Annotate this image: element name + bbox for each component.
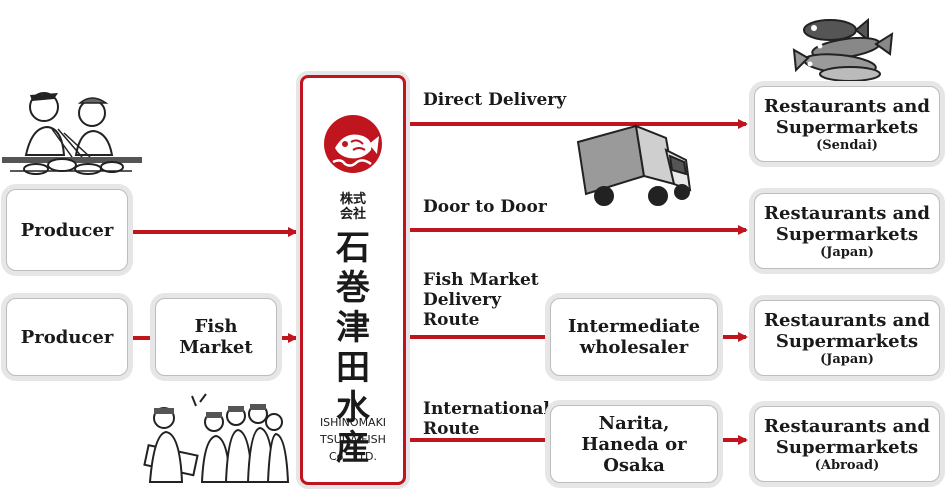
fish-market-label-line2: Market xyxy=(179,337,253,358)
destination-line1: Restaurants and xyxy=(764,202,930,224)
company-name-kanji: 石 巻 津 田 水 産 xyxy=(303,228,403,468)
company-en-line3: Co., LTD. xyxy=(328,450,377,463)
destination-box-japan-2: Restaurants and Supermarkets (Japan) xyxy=(754,300,940,376)
destination-box-abroad: Restaurants and Supermarkets (Abroad) xyxy=(754,406,940,482)
wholesaler-line1: Intermediate xyxy=(567,316,701,337)
destination-line1: Restaurants and xyxy=(764,95,930,117)
route-label-international: International Route xyxy=(423,399,550,439)
company-kanji-char: 巻 xyxy=(336,268,370,308)
airports-box: Narita, Haneda or Osaka xyxy=(550,405,718,483)
route-international-line2: Route xyxy=(423,419,480,439)
fish-pile-illustration xyxy=(792,17,894,82)
route-label-fish-market: Fish Market Delivery Route xyxy=(423,270,539,330)
route-fish-market-line3: Route xyxy=(423,310,480,330)
route-fish-market-line1: Fish Market xyxy=(423,270,539,290)
company-type-line2: 会社 xyxy=(339,207,366,222)
route-label-direct: Direct Delivery xyxy=(423,90,567,110)
destination-region: (Japan) xyxy=(820,244,874,260)
producer-label: Producer xyxy=(20,219,114,241)
fishermen-illustration xyxy=(2,92,142,175)
producer-label: Producer xyxy=(20,326,114,348)
destination-region: (Japan) xyxy=(820,351,874,367)
company-kanji-char: 産 xyxy=(336,428,370,468)
destination-line2: Supermarkets xyxy=(775,436,919,458)
company-kanji-char: 田 xyxy=(336,348,370,388)
destination-line2: Supermarkets xyxy=(775,116,919,138)
company-type-line1: 株式 xyxy=(339,192,366,207)
company-box: 株式 会社 石 巻 津 田 水 産 ISHINOMAKI TSUDA FISH … xyxy=(300,75,406,485)
destination-line1: Restaurants and xyxy=(764,415,930,437)
fish-market-box: Fish Market xyxy=(155,298,277,376)
destination-line2: Supermarkets xyxy=(775,330,919,352)
producer-box-bottom: Producer xyxy=(6,298,128,376)
market-workers-illustration xyxy=(143,393,290,483)
company-kanji-char: 津 xyxy=(336,308,370,348)
destination-box-japan-1: Restaurants and Supermarkets (Japan) xyxy=(754,193,940,269)
company-en-line2: TSUDA FISH xyxy=(320,433,386,446)
delivery-truck-illustration xyxy=(576,124,692,206)
destination-region: (Sendai) xyxy=(816,137,878,153)
company-name-english: ISHINOMAKI TSUDA FISH Co., LTD. xyxy=(303,414,403,465)
airports-line2: Haneda or Osaka xyxy=(581,433,687,476)
wholesaler-box: Intermediate wholesaler xyxy=(550,298,718,376)
destination-region: (Abroad) xyxy=(814,457,880,473)
fish-market-label-line1: Fish xyxy=(194,316,238,337)
company-type-kanji: 株式 会社 xyxy=(303,192,403,222)
company-logo-icon xyxy=(324,115,382,173)
route-fish-market-line2: Delivery xyxy=(423,290,502,310)
destination-box-sendai: Restaurants and Supermarkets (Sendai) xyxy=(754,86,940,162)
route-label-door: Door to Door xyxy=(423,197,547,217)
destination-line2: Supermarkets xyxy=(775,223,919,245)
route-international-line1: International xyxy=(423,399,550,419)
destination-line1: Restaurants and xyxy=(764,309,930,331)
airports-line1: Narita, xyxy=(598,412,670,434)
wholesaler-line2: wholesaler xyxy=(579,337,689,358)
company-en-line1: ISHINOMAKI xyxy=(319,416,387,429)
company-kanji-char: 水 xyxy=(336,388,370,428)
producer-box-top: Producer xyxy=(6,189,128,271)
company-kanji-char: 石 xyxy=(336,228,370,268)
